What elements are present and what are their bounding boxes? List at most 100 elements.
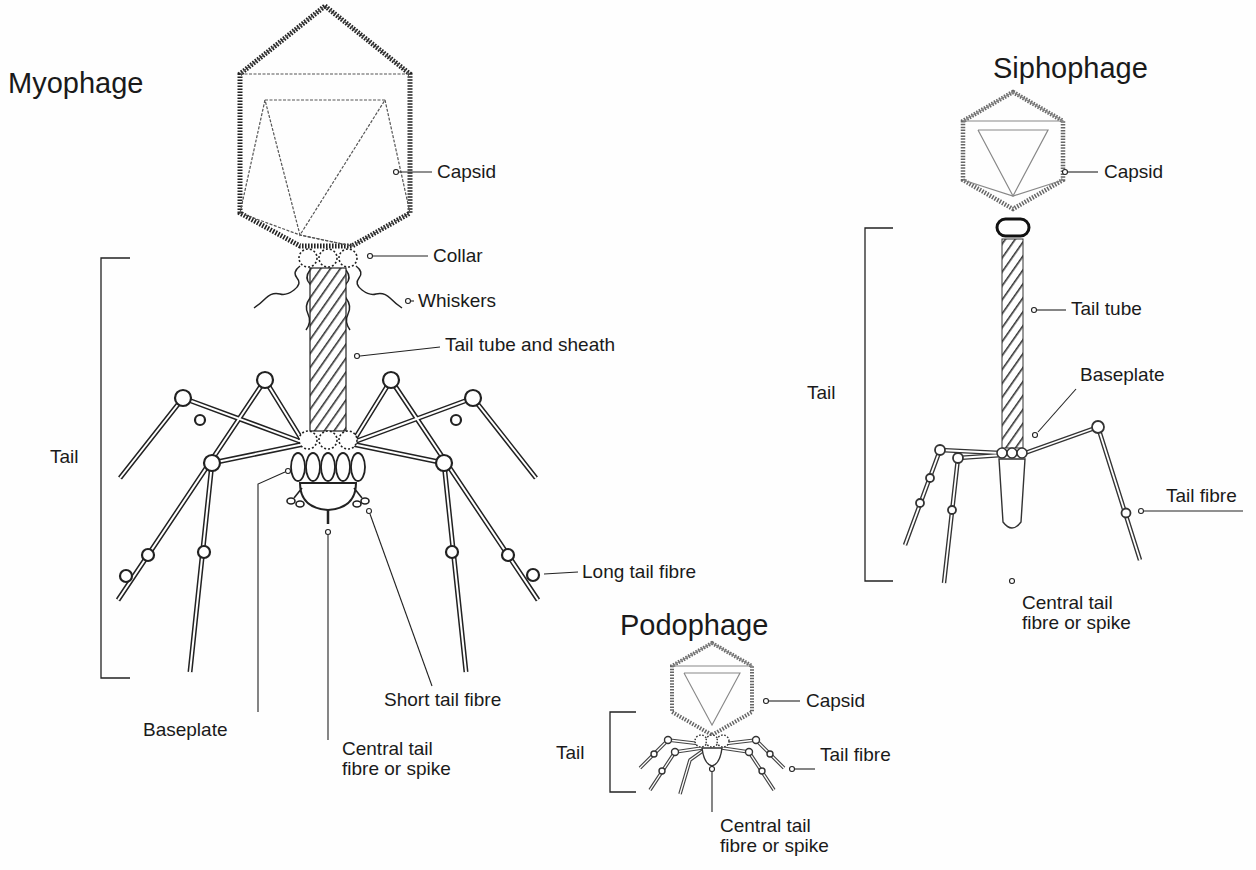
baseplate: [300, 483, 356, 510]
part-label: Short tail fibre: [384, 689, 501, 710]
collar: [319, 249, 337, 267]
leader-lines: [394, 170, 399, 175]
part-label: Tail: [556, 742, 585, 763]
tail-fibres: [722, 740, 784, 768]
part-label: Central tail fibre or spike: [342, 739, 470, 779]
leader-lines: [544, 572, 578, 574]
tail-fibres: [672, 749, 679, 756]
tail-fibres: [1122, 509, 1131, 518]
part-label: Tail tube: [1071, 298, 1142, 319]
collar: [339, 249, 357, 267]
part-label: Capsid: [806, 690, 865, 711]
tail-fibres: [767, 751, 773, 757]
fibre-joints: [257, 372, 273, 388]
leader-lines: [1032, 308, 1037, 313]
tail-fibres: [1025, 427, 1140, 560]
tail-fibres: [926, 474, 934, 482]
part-label: Tail fibre: [820, 744, 891, 765]
long-tail-fibres: [190, 444, 304, 672]
tail-fibres: [905, 450, 1000, 545]
capsid-facets: [978, 130, 1048, 196]
tail-fibres: [665, 737, 672, 744]
leader-lines: [258, 170, 578, 741]
tail-fibres: [759, 768, 765, 774]
part-label: Capsid: [437, 161, 496, 182]
tail-fibres: [905, 421, 1140, 583]
baseplate: [299, 431, 357, 449]
baseplate: [706, 735, 718, 747]
leader-lines: [1037, 309, 1066, 310]
capsid-outline: [963, 92, 1063, 209]
baseplate: [1007, 448, 1017, 458]
leader-lines: [764, 699, 769, 704]
part-label: Tail: [50, 446, 79, 467]
phage-type-title: Podophage: [620, 608, 768, 642]
fibre-joints: [502, 549, 514, 561]
fibre-joints: [198, 546, 210, 558]
fibre-joints: [120, 570, 132, 582]
leader-lines: [355, 354, 360, 359]
tail-fibres: [680, 750, 704, 794]
phage-type-title: Siphophage: [993, 51, 1148, 85]
part-label: Tail tube and sheath: [445, 334, 615, 355]
leader-lines: [711, 772, 712, 812]
long-tail-fibres: [352, 444, 466, 672]
fibre-joints: [451, 415, 461, 425]
tail-sheath: [310, 268, 346, 431]
leader-lines: [710, 767, 715, 772]
short-tail-fibres: [287, 498, 295, 504]
capsid-facets: [963, 92, 1063, 196]
part-label: Baseplate: [1080, 364, 1165, 385]
leader-lines: [769, 700, 800, 701]
baseplate: [291, 453, 365, 481]
tail-fibres: [650, 748, 702, 790]
capsid-facets: [684, 673, 740, 725]
tail-fibres: [722, 748, 774, 790]
long-tail-fibres: [120, 398, 302, 478]
baseplate: [1017, 448, 1027, 458]
tail-fibres: [746, 749, 753, 756]
short-tail-fibres: [353, 501, 361, 507]
fibre-joints: [465, 390, 481, 406]
central-spike: [327, 510, 330, 524]
capsid-facets: [240, 213, 352, 246]
tail-tube: [1002, 239, 1023, 448]
fibre-joints: [142, 549, 154, 561]
central-spike: [702, 748, 722, 766]
tail-bracket: [865, 228, 893, 581]
leader-lines: [1144, 510, 1243, 511]
tail-fibres: [944, 455, 1002, 583]
capsid-facets: [963, 180, 1063, 196]
baseplate: [717, 735, 729, 747]
baseplate: [997, 448, 1007, 458]
baseplate: [306, 453, 320, 481]
capsid-facets: [672, 643, 752, 725]
baseplate: [299, 431, 317, 449]
fibre-joints: [120, 372, 539, 582]
long-tail-fibres: [354, 398, 536, 478]
tail-fibres: [948, 506, 956, 514]
short-tail-fibres: [354, 488, 362, 498]
part-label: Tail fibre: [1166, 485, 1237, 506]
leader-lines: [360, 347, 440, 356]
baseplate: [351, 453, 365, 481]
collar: [997, 219, 1029, 236]
tail-fibres: [1092, 421, 1104, 433]
podophage-drawing: [640, 643, 784, 794]
part-label: Tail: [807, 382, 836, 403]
part-label: Central tail fibre or spike: [720, 816, 848, 856]
leader-lines: [1010, 170, 1244, 584]
fibre-joints: [195, 415, 205, 425]
capsid-outline: [240, 6, 410, 246]
fibre-joints: [527, 569, 539, 581]
leader-lines: [326, 530, 331, 535]
leader-lines: [286, 469, 291, 474]
part-label: Baseplate: [143, 719, 228, 740]
leader-lines: [1038, 389, 1076, 432]
leader-lines: [790, 767, 795, 772]
tail-fibres: [953, 453, 963, 463]
short-tail-fibres: [294, 488, 302, 498]
part-label: Whiskers: [418, 290, 496, 311]
tail-fibres: [640, 740, 702, 768]
tail-fibres: [935, 445, 945, 455]
